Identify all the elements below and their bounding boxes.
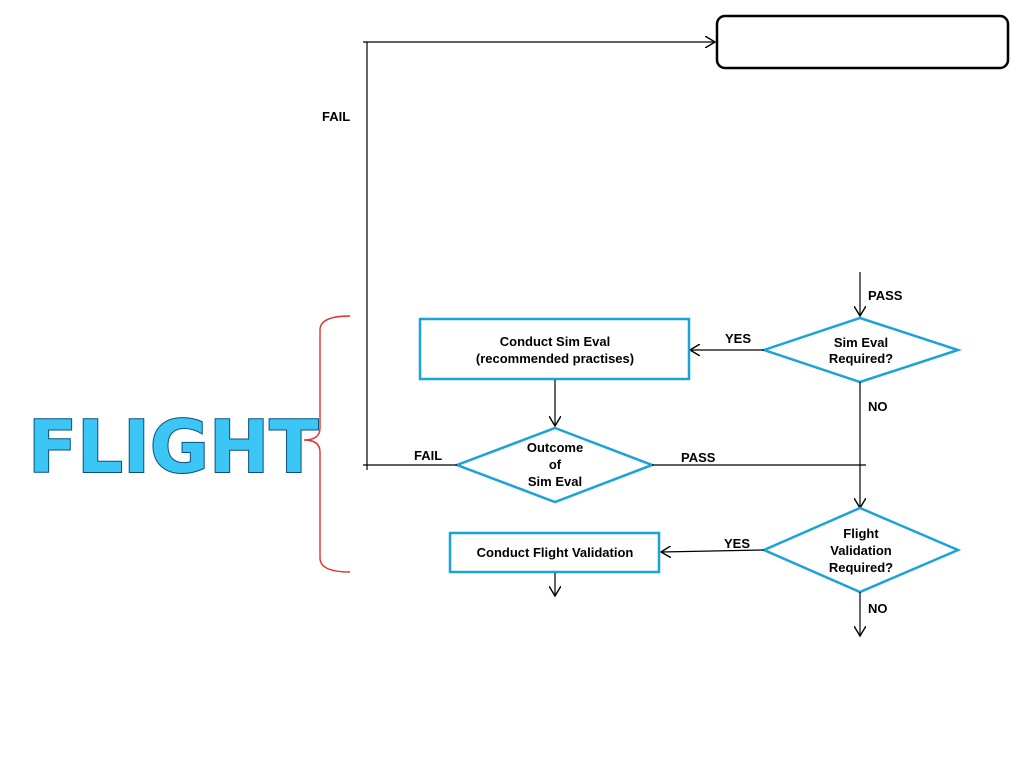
- flight-validation-line3: Required?: [829, 560, 893, 575]
- edge-label-no-sim: NO: [868, 399, 888, 414]
- outcome-line2: of: [549, 457, 562, 472]
- conduct-sim-eval-line1: Conduct Sim Eval: [500, 334, 611, 349]
- edge-label-fail-top: FAIL: [322, 109, 350, 124]
- outcome-sim-eval-diamond: [453, 426, 656, 504]
- sim-eval-required-line1: Sim Eval: [834, 335, 888, 350]
- edge-label-pass-top: PASS: [868, 288, 903, 303]
- edge-label-yes-flight: YES: [724, 536, 750, 551]
- flight-title: FLIGHT: [28, 405, 318, 489]
- outcome-line3: Sim Eval: [528, 474, 582, 489]
- sim-eval-required-line2: Required?: [829, 351, 893, 366]
- edge-label-yes-sim: YES: [725, 331, 751, 346]
- conduct-flight-validation-box: [448, 531, 661, 574]
- yes-flight-arrow: [661, 550, 765, 552]
- sim-eval-required-diamond: [760, 316, 963, 384]
- conduct-sim-eval-line2: (recommended practises): [476, 351, 634, 366]
- flight-validation-line1: Flight: [843, 526, 879, 541]
- edge-label-pass-outcome: PASS: [681, 450, 716, 465]
- edge-label-fail-outcome: FAIL: [414, 448, 442, 463]
- conduct-flight-validation-text: Conduct Flight Validation: [477, 545, 634, 560]
- flight-brace: [303, 315, 351, 573]
- conduct-sim-eval-box: [418, 317, 691, 381]
- edge-label-no-flight: NO: [868, 601, 888, 616]
- flight-validation-line2: Validation: [830, 543, 891, 558]
- top-box: [715, 14, 1010, 70]
- outcome-line1: Outcome: [527, 440, 583, 455]
